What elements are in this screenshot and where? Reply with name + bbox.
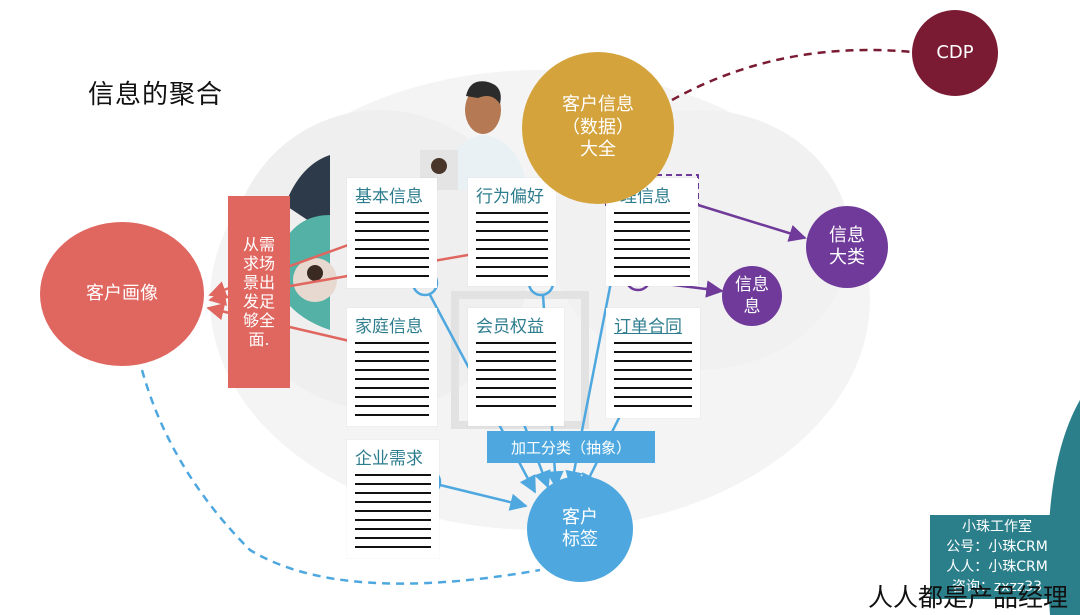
dashed-connector-portrait-tags bbox=[140, 369, 541, 585]
card-family: 家庭信息 bbox=[347, 308, 437, 426]
card-title: 订单合同 bbox=[614, 317, 682, 337]
watermark-line: 公号：小珠CRM bbox=[946, 539, 1048, 555]
dashed-connector-cdp bbox=[671, 48, 913, 102]
card-title: 会员权益 bbox=[476, 317, 544, 337]
node-cdp: CDP bbox=[912, 10, 998, 96]
page-title: 信息的聚合 bbox=[88, 80, 224, 110]
card-title: 基本信息 bbox=[355, 187, 423, 207]
node-customer-info: 客户信息 （数据） 大全 bbox=[522, 52, 674, 204]
process-classify-box: 加工分类（抽象） bbox=[487, 431, 655, 463]
node-info-category: 信息 大类 bbox=[806, 206, 888, 288]
card-membership: 会员权益 bbox=[468, 308, 564, 426]
card-behavior: 行为偏好 bbox=[468, 178, 556, 286]
watermark-line: 咨询：zxzz33 bbox=[951, 579, 1043, 595]
card-title: 家庭信息 bbox=[355, 317, 423, 337]
card-basic-info: 基本信息 bbox=[347, 178, 437, 288]
arrow-to-info-category bbox=[697, 203, 807, 242]
watermark-line: 小珠工作室 bbox=[962, 519, 1032, 535]
card-title: 企业需求 bbox=[355, 449, 423, 469]
watermark-line: 人人：小珠CRM bbox=[946, 559, 1048, 575]
node-customer-portrait: 客户画像 bbox=[40, 222, 204, 366]
watermark-box: 小珠工作室 公号：小珠CRM 人人：小珠CRM 咨询：zxzz33 bbox=[930, 515, 1064, 599]
card-orders: 订单合同 bbox=[606, 308, 700, 418]
node-customer-tags: 客户 标签 bbox=[527, 476, 633, 582]
card-enterprise: 企业需求 bbox=[347, 440, 439, 558]
footer-source: 人人都是产品经理 bbox=[868, 583, 1069, 612]
card-title: 行为偏好 bbox=[476, 187, 544, 207]
scene-requirement-box: 从需 求场 景出 发足 够全 面. bbox=[228, 196, 290, 388]
node-info: 信息 息 bbox=[722, 266, 782, 326]
